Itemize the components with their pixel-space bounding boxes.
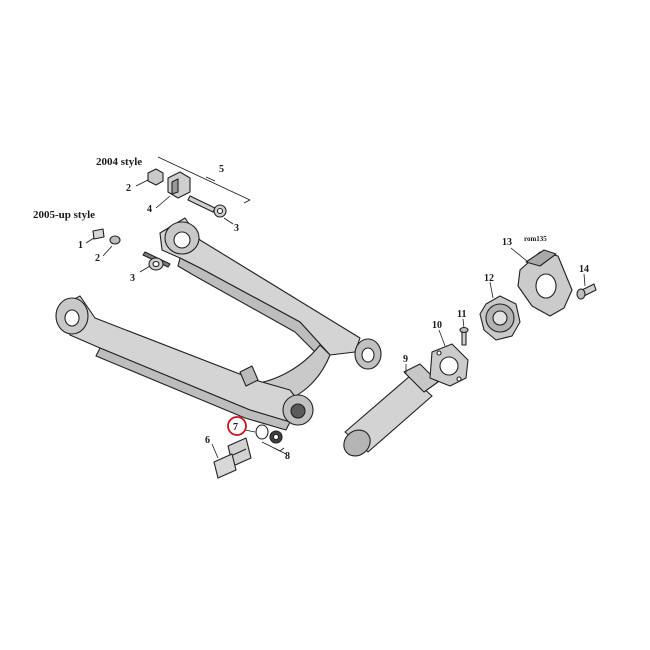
ref-code: rom135	[524, 235, 547, 243]
style-2005-parts	[92, 228, 171, 271]
callout-3-2005: 3	[130, 273, 135, 284]
callout-6: 6	[205, 435, 210, 446]
screw-11	[459, 326, 469, 346]
callout-3-2004: 3	[234, 223, 239, 234]
bolt-14	[576, 283, 597, 300]
pin-2005	[92, 228, 105, 240]
style-2005-label: 2005-up style	[33, 209, 95, 221]
highlight-circle	[227, 416, 247, 436]
leader-lines	[85, 156, 586, 459]
callout-11: 11	[457, 309, 466, 320]
o-ring	[255, 424, 269, 440]
callout-5: 5	[219, 164, 224, 175]
callout-7: 7	[233, 422, 238, 433]
callout-13: 13	[502, 237, 512, 248]
pivot-hardware	[213, 424, 283, 479]
clamp-2004	[167, 171, 191, 199]
style-2004-parts	[147, 168, 227, 218]
callout-8: 8	[285, 451, 290, 462]
callout-4: 4	[147, 204, 152, 215]
nut-2004	[147, 168, 164, 186]
style-2004-label: 2004 style	[96, 156, 142, 168]
callout-12: 12	[484, 273, 494, 284]
bracket-13	[517, 249, 573, 317]
callout-2-2004: 2	[126, 183, 131, 194]
callout-10: 10	[432, 320, 442, 331]
mount-plate	[429, 343, 469, 387]
swingarm	[55, 217, 382, 431]
spacer-12	[479, 295, 521, 341]
callout-1: 1	[78, 240, 83, 251]
axle-shaft	[343, 363, 439, 457]
bolt-2004	[187, 195, 216, 213]
nut-2005	[109, 235, 121, 245]
callout-14: 14	[579, 264, 589, 275]
callout-2-2005: 2	[95, 253, 100, 264]
callout-9: 9	[403, 354, 408, 365]
